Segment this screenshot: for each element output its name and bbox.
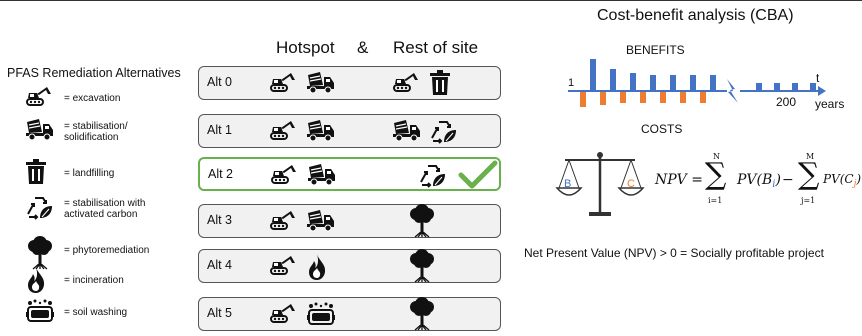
recycle-leaf-icon xyxy=(418,162,446,193)
legend-item-label: = excavation xyxy=(64,93,121,104)
concrete-mixer-truck-icon xyxy=(306,70,336,99)
trash-bin-icon xyxy=(25,159,47,190)
rest-of-site-header: Rest of site xyxy=(393,38,479,57)
excavator-icon xyxy=(25,84,53,113)
npv-minus: − xyxy=(782,172,794,188)
concrete-mixer-truck-icon xyxy=(307,162,337,191)
concrete-mixer-truck-icon xyxy=(25,117,55,146)
benefit-bar xyxy=(650,75,656,91)
checkmark-icon xyxy=(458,160,498,195)
npv-statement: Net Present Value (NPV) > 0 = Socially p… xyxy=(524,246,824,260)
tree-icon xyxy=(407,249,437,288)
npv-term-costs: PV(Cj) xyxy=(823,172,862,189)
cba-title: Cost-benefit analysis (CBA) xyxy=(597,7,794,24)
alternative-label: Alt 3 xyxy=(207,213,233,227)
cost-bar xyxy=(660,91,666,103)
excavator-icon xyxy=(392,70,420,99)
hotspot-header: Hotspot xyxy=(276,38,335,57)
benefit-bar xyxy=(792,83,798,91)
alternative-label: Alt 0 xyxy=(207,75,233,89)
legend-item-label: = stabilisation with activated carbon xyxy=(64,198,146,220)
axis-years-label: years xyxy=(815,97,845,111)
cost-bar xyxy=(680,91,686,103)
tree-icon xyxy=(25,236,55,275)
axis-t-label: t xyxy=(816,71,820,85)
alternative-row: Alt 4 xyxy=(198,249,501,283)
timeline-arrowhead xyxy=(818,86,826,96)
legend-item-label: = landfilling xyxy=(64,168,115,179)
cost-bar xyxy=(640,91,646,103)
soil-washing-icon xyxy=(306,301,336,332)
axis-200-label: 200 xyxy=(776,95,797,109)
alternative-label: Alt 1 xyxy=(207,123,233,137)
legend-item-label: = phytoremediation xyxy=(64,245,150,256)
sum2-sigma: ∑ xyxy=(798,157,820,192)
excavator-icon xyxy=(269,208,297,237)
flame-icon xyxy=(306,253,328,286)
trash-bin-icon xyxy=(429,70,451,101)
npv-term-benefits: PV(Bi) xyxy=(737,172,781,190)
benefits-label: BENEFITS xyxy=(626,43,685,57)
npv-lhs: NPV = xyxy=(655,172,703,188)
scale-benefit-letter: B xyxy=(564,178,572,190)
axis-start-label: 1 xyxy=(568,77,575,89)
scale-cost-letter: C xyxy=(627,178,635,190)
top-rule xyxy=(0,0,862,1)
cashflow-timeline xyxy=(568,59,826,107)
alternative-row: Alt 0 xyxy=(198,66,501,100)
cost-bar xyxy=(600,91,606,105)
cost-bar xyxy=(620,91,626,103)
time-break-icon xyxy=(727,79,738,103)
recycle-leaf-icon xyxy=(25,194,53,225)
benefit-bar xyxy=(774,83,780,91)
concrete-mixer-truck-icon xyxy=(306,118,336,147)
benefit-bar xyxy=(810,83,816,91)
tree-icon xyxy=(407,297,437,336)
flame-icon xyxy=(25,266,47,299)
benefit-bar xyxy=(710,75,716,91)
excavator-icon xyxy=(269,253,297,282)
excavator-icon xyxy=(270,162,298,191)
excavator-icon xyxy=(269,301,297,330)
balance-scale-icon xyxy=(555,152,645,216)
sum2-upper: M xyxy=(806,152,815,161)
ampersand: & xyxy=(357,38,369,57)
alternative-label: Alt 4 xyxy=(207,258,233,272)
benefit-bar xyxy=(670,75,676,91)
cost-bar xyxy=(700,91,706,103)
alternative-row: Alt 3 xyxy=(198,204,501,238)
legend-title: PFAS Remediation Alternatives xyxy=(7,66,181,80)
alternative-row: Alt 1 xyxy=(198,114,501,148)
excavator-icon xyxy=(269,70,297,99)
sum2-lower: j=1 xyxy=(801,196,816,205)
tree-icon xyxy=(407,204,437,243)
legend-item-label: = stabilisation/ solidification xyxy=(64,121,128,143)
alternative-row-selected: Alt 2 xyxy=(198,157,501,191)
benefit-bar xyxy=(756,83,762,91)
sum1-sigma: ∑ xyxy=(705,157,727,192)
excavator-icon xyxy=(269,118,297,147)
concrete-mixer-truck-icon xyxy=(392,118,422,147)
concrete-mixer-truck-icon xyxy=(306,208,336,237)
soil-washing-icon xyxy=(25,298,55,329)
sum1-lower: i=1 xyxy=(708,196,723,205)
cost-bar xyxy=(580,91,586,107)
recycle-leaf-icon xyxy=(429,118,457,149)
benefit-bar xyxy=(610,69,616,91)
alternative-label: Alt 2 xyxy=(208,167,234,181)
benefit-bar xyxy=(690,75,696,91)
legend-item-label: = incineration xyxy=(64,275,124,286)
alternative-label: Alt 5 xyxy=(207,306,233,320)
legend-item-label: = soil washing xyxy=(64,307,128,318)
sum1-upper: N xyxy=(713,152,720,161)
benefit-bar xyxy=(590,59,596,91)
benefit-bar xyxy=(630,73,636,91)
costs-label: COSTS xyxy=(641,122,683,136)
